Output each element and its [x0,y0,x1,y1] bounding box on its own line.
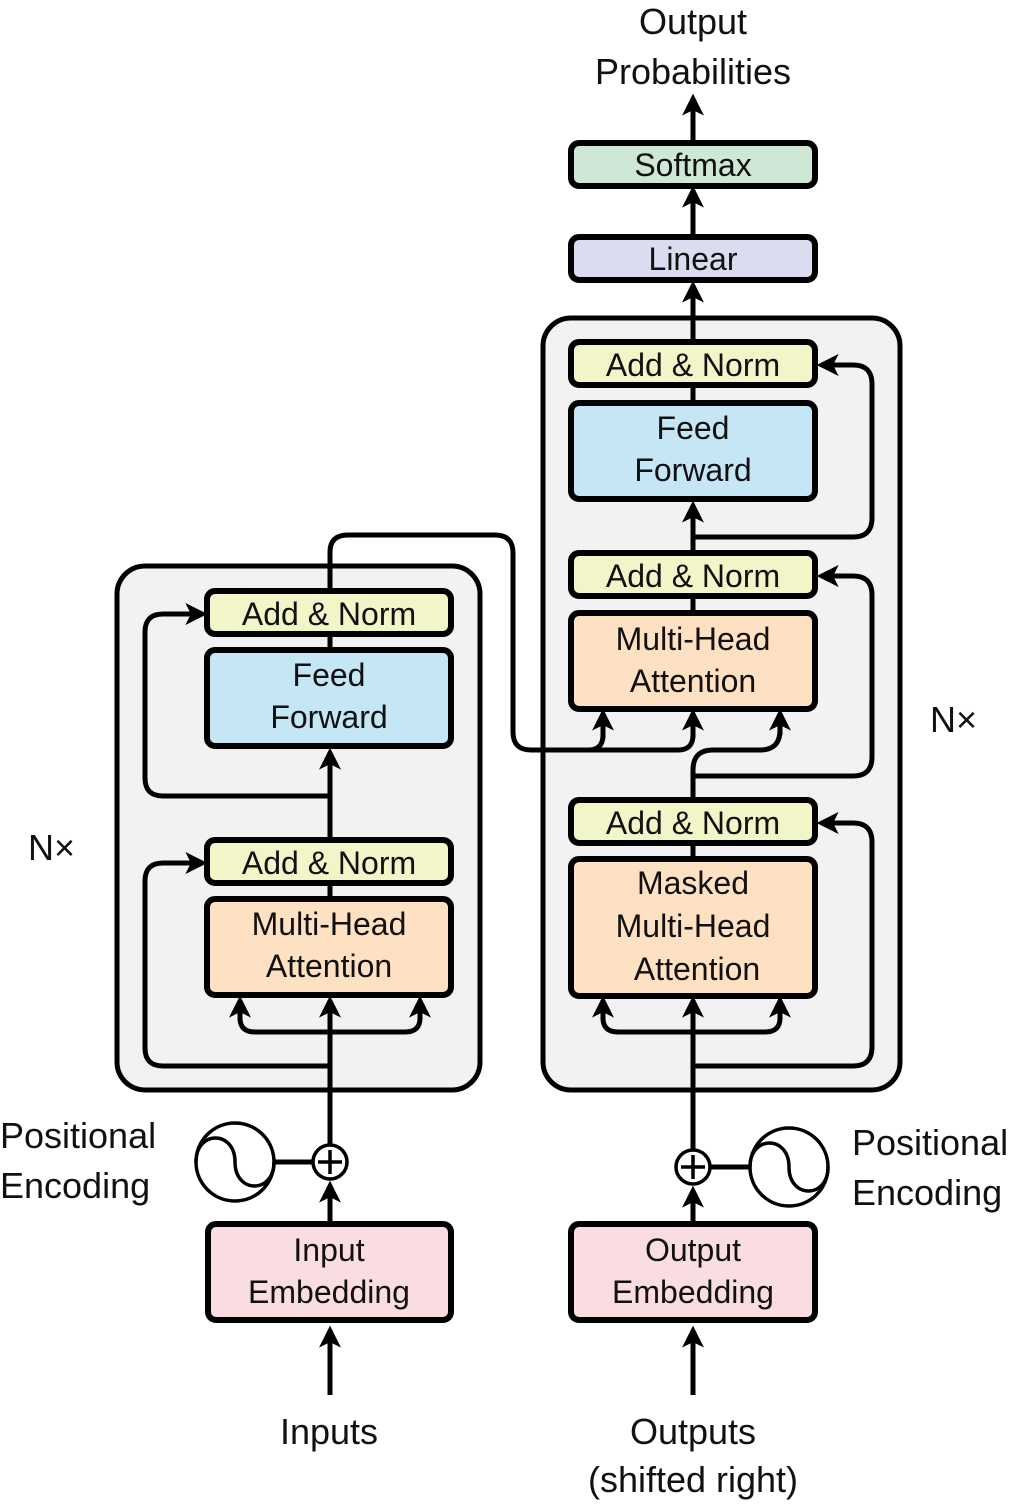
sine-wave-icon [194,1121,276,1203]
softmax-block: Softmax [568,140,818,189]
decoder-cross-attention: Multi-Head Attention [568,610,818,712]
feed-forward-box [204,647,454,749]
input-embedding-line2: Embedding [248,1274,410,1310]
decoder-repeat-label: N× [930,699,977,740]
addnorm-label: Add & Norm [606,558,780,594]
output-embedding-line2: Embedding [612,1274,774,1310]
addnorm-label: Add & Norm [242,845,416,881]
decoder-feed-forward: Feed Forward [568,400,818,502]
feed-forward-line1: Feed [293,657,366,693]
positional-encoding-line1: Positional [852,1122,1008,1163]
addnorm-label: Add & Norm [606,805,780,841]
sine-wave-icon [748,1126,830,1208]
decoder-addnorm-mid: Add & Norm [568,550,818,599]
attention-line1: Multi-Head [252,906,407,942]
connections [142,93,875,1395]
attention-line2: Attention [266,948,392,984]
encoder-positional-encoding: Positional Encoding [0,1115,349,1206]
residual-enc-ff [142,602,330,799]
masked-qkv-split [600,1017,783,1035]
linear-box [568,234,818,283]
masked-attention-line1: Masked [637,865,749,901]
decoder-masked-attention: Masked Multi-Head Attention [568,856,818,999]
inputs-label: Inputs [280,1411,378,1452]
addnorm-box [568,797,818,846]
decoder-addnorm-bottom: Add & Norm [568,797,818,846]
output-embedding-line1: Output [645,1232,741,1268]
residual-dec-masked [693,811,875,1069]
feed-forward-line2: Forward [270,699,387,735]
encoder-addnorm-bottom: Add & Norm [204,837,454,886]
attention-line1: Multi-Head [616,621,771,657]
linear-block: Linear [568,234,818,283]
encoder-attention: Multi-Head Attention [204,896,454,998]
addnorm-box [204,588,454,637]
output-probabilities-line1: Output [639,1,747,42]
add-circle-icon [674,1148,712,1186]
addnorm-box [568,339,818,388]
positional-encoding-line2: Encoding [852,1172,1002,1213]
positional-encoding-line2: Encoding [0,1165,150,1206]
output-embedding: Output Embedding [568,1221,818,1323]
addnorm-box [568,550,818,599]
positional-encoding-line1: Positional [0,1115,156,1156]
attention-box [568,610,818,712]
softmax-label: Softmax [634,147,751,183]
decoder-addnorm-top: Add & Norm [568,339,818,388]
feed-forward-line1: Feed [657,410,730,446]
add-circle-icon [311,1143,349,1181]
masked-attention-line3: Attention [634,951,760,987]
output-embedding-box [568,1221,818,1323]
masked-attention-box [568,856,818,999]
encoder-feed-forward: Feed Forward [204,647,454,749]
encoder-stack [114,563,483,1093]
encoder-repeat-label: N× [28,827,75,868]
attention-line2: Attention [630,663,756,699]
enc-qkv-split [237,1017,423,1035]
decoder-positional-encoding: Positional Encoding [674,1122,1008,1213]
linear-label: Linear [649,241,738,277]
addnorm-label: Add & Norm [606,347,780,383]
addnorm-label: Add & Norm [242,596,416,632]
outputs-label-line2: (shifted right) [588,1459,798,1500]
feed-forward-box [568,400,818,502]
feed-forward-line2: Forward [634,452,751,488]
encoder-addnorm-top: Add & Norm [204,588,454,637]
residual-enc-mha [142,851,330,1069]
input-embedding-line1: Input [293,1232,364,1268]
output-probabilities-line2: Probabilities [595,51,791,92]
outputs-label-line1: Outputs [630,1411,756,1452]
addnorm-box [204,837,454,886]
input-embedding: Input Embedding [205,1221,454,1323]
softmax-box [568,140,818,189]
residual-dec-ff [693,353,875,540]
wire-addnorm-to-query [690,729,783,798]
masked-attention-line2: Multi-Head [616,908,771,944]
residual-dec-cross [693,564,875,779]
input-embedding-box [205,1221,454,1323]
attention-box [204,896,454,998]
